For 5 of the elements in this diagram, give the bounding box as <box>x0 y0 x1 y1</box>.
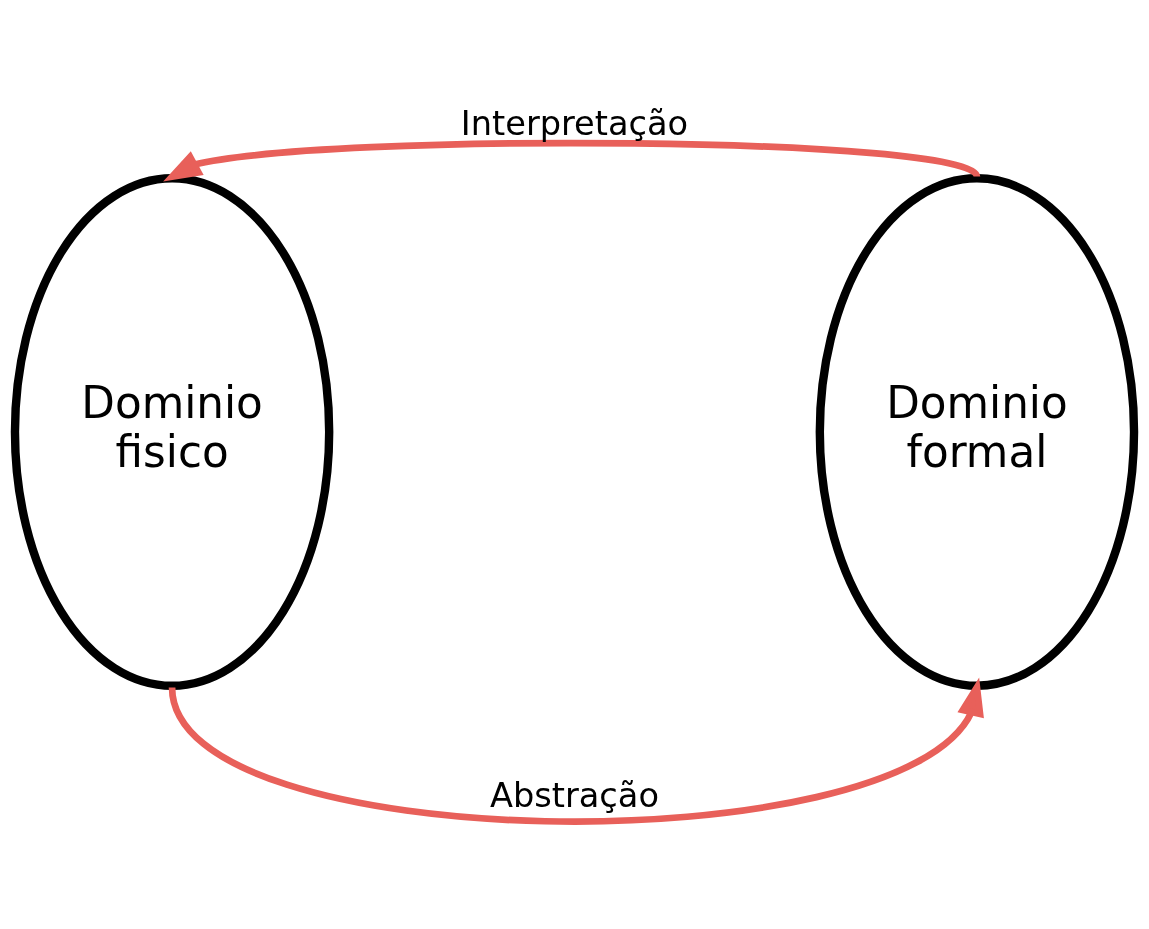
node-ellipse: Dominio fisico <box>10 173 334 690</box>
arrow <box>163 139 979 181</box>
edge-label: Abstração <box>490 775 659 815</box>
node-ellipse: Dominio formal <box>815 173 1139 690</box>
edge-label: Interpretação <box>460 103 689 143</box>
